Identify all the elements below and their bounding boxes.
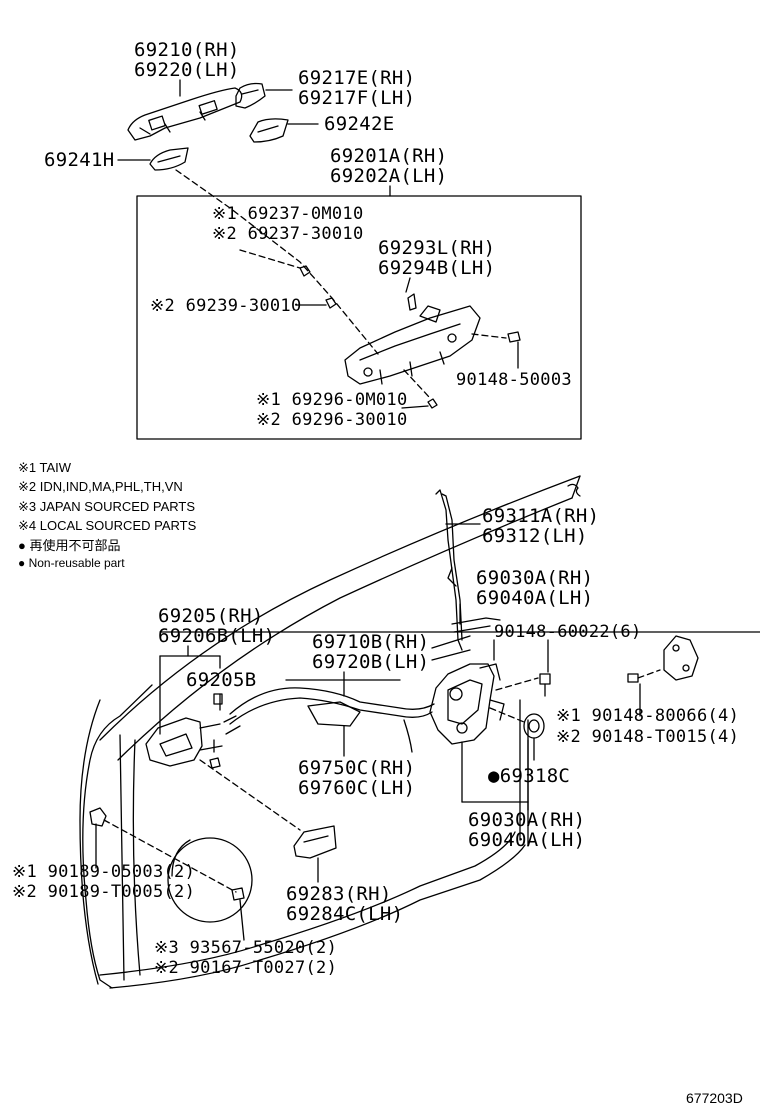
- part-label-69294b: 69294B(LH): [378, 257, 496, 279]
- part-label-69205b: 69205B: [186, 669, 257, 691]
- frame-drawing: [299, 265, 521, 409]
- handle-bolt-drawing: [209, 739, 221, 769]
- dashed-guide: [489, 707, 525, 723]
- dashed-guide: [471, 333, 507, 339]
- frame-assembly-box: [136, 195, 582, 440]
- part-label-69284c: 69284C(LH): [286, 903, 404, 925]
- part-label-69237-0m010: ※1 69237-0M010: [212, 204, 364, 224]
- part-label-69210: 69210(RH): [134, 39, 240, 61]
- part-label-90148-50003: 90148-50003: [456, 370, 572, 390]
- inside-handle-drawing: [145, 717, 223, 767]
- legend-note-5: ● 再使用不可部品: [18, 538, 121, 553]
- part-label-69202a: 69202A(LH): [330, 165, 448, 187]
- part-label-69205: 69205(RH): [158, 605, 264, 627]
- legend-note-6: ● Non-reusable part: [18, 556, 125, 570]
- part-label-90148-t0015: ※2 90148-T0015(4): [556, 727, 740, 747]
- part-label-69311a: 69311A(RH): [482, 505, 600, 527]
- control-cable-drawing: [223, 687, 435, 753]
- part-label-69241h: 69241H: [44, 149, 115, 171]
- part-label-69296-0m010: ※1 69296-0M010: [256, 390, 408, 410]
- legend-note-2: ※2 IDN,IND,MA,PHL,TH,VN: [18, 479, 183, 494]
- lock-seal-drawing: [523, 713, 545, 739]
- striker-drawing: [663, 635, 699, 681]
- trim-clip-drawing: [89, 807, 107, 869]
- part-label-69293l: 69293L(RH): [378, 237, 496, 259]
- handle-bezel-drawing: [293, 825, 337, 859]
- part-label-69296-30010: ※2 69296-30010: [256, 410, 408, 430]
- diagram-code: 677203D: [686, 1090, 743, 1106]
- part-label-69710b: 69710B(RH): [312, 631, 430, 653]
- leader-line: [405, 277, 411, 293]
- part-label-90167-t0027: ※2 90167-T0027(2): [154, 958, 338, 978]
- dashed-guide: [239, 249, 301, 269]
- part-label-69206b: 69206B(LH): [158, 625, 276, 647]
- part-label-90148-60022: 90148-60022(6): [494, 622, 642, 642]
- part-label-69760c: 69760C(LH): [298, 777, 416, 799]
- part-label-69283: 69283(RH): [286, 883, 392, 905]
- part-label-69220: 69220(LH): [134, 59, 240, 81]
- part-label-90148-80066: ※1 90148-80066(4): [556, 706, 740, 726]
- leader-line: [401, 405, 429, 409]
- outside-handle-drawing: [127, 87, 243, 141]
- leader-line: [431, 649, 471, 661]
- part-label-69242e: 69242E: [324, 113, 395, 135]
- part-label-69040a-top: 69040A(LH): [476, 587, 594, 609]
- lock-screw-drawing: [539, 673, 551, 697]
- part-label-69750c: 69750C(RH): [298, 757, 416, 779]
- lock-rod-drawing: [435, 489, 481, 651]
- part-label-69318c: ●69318C: [488, 765, 571, 787]
- part-label-69312: 69312(LH): [482, 525, 588, 547]
- gasket-drawing: [149, 147, 189, 171]
- dashed-guide: [495, 677, 539, 691]
- legend-note-3: ※3 JAPAN SOURCED PARTS: [18, 499, 196, 514]
- door-outline-drawing: [79, 475, 581, 989]
- striker-screw-drawing: [627, 669, 661, 683]
- small-fastener-drawing: [213, 693, 223, 705]
- lock-link-drawing: [451, 603, 501, 633]
- part-label-69040a-bottom: 69040A(LH): [468, 829, 586, 851]
- dashed-guide: [103, 819, 237, 893]
- part-label-69201a: 69201A(RH): [330, 145, 448, 167]
- legend-note-4: ※4 LOCAL SOURCED PARTS: [18, 518, 197, 533]
- dashed-guide: [403, 369, 431, 399]
- trim-screw-drawing: [231, 887, 245, 941]
- door-lock-drawing: [429, 663, 505, 745]
- part-label-90189-05003: ※1 90189-05003(2): [12, 862, 196, 882]
- part-label-69720b: 69720B(LH): [312, 651, 430, 673]
- part-label-69217f: 69217F(LH): [298, 87, 416, 109]
- leader-line: [431, 635, 471, 649]
- dashed-guide: [175, 169, 379, 355]
- part-label-69030a-bottom: 69030A(RH): [468, 809, 586, 831]
- part-label-69237-30010: ※2 69237-30010: [212, 224, 364, 244]
- part-label-93567-55020: ※3 93567-55020(2): [154, 938, 338, 958]
- handle-cap-drawing: [235, 82, 266, 109]
- part-label-69030a-top: 69030A(RH): [476, 567, 594, 589]
- part-label-69217e: 69217E(RH): [298, 67, 416, 89]
- part-label-69239-30010: ※2 69239-30010: [150, 296, 302, 316]
- part-label-90189-t0005: ※2 90189-T0005(2): [12, 882, 196, 902]
- legend-note-1: ※1 TAIW: [18, 460, 72, 475]
- dashed-guide: [199, 759, 301, 831]
- pad-drawing: [249, 118, 289, 143]
